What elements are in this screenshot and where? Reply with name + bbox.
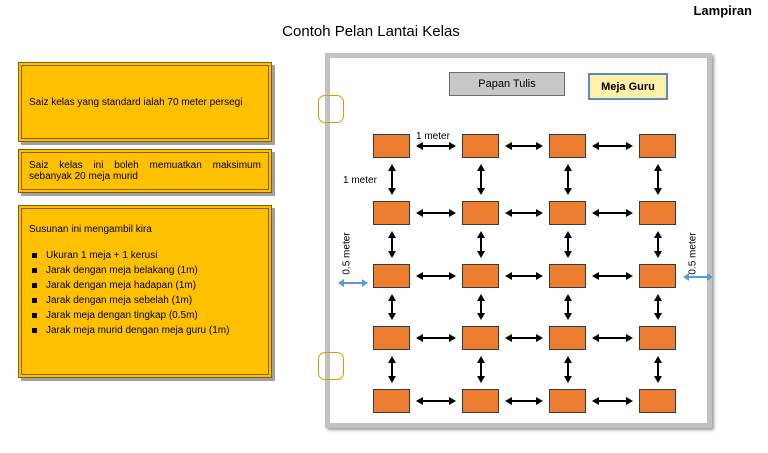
- student-desk: [549, 264, 586, 288]
- whiteboard: Papan Tulis: [449, 72, 565, 96]
- spacing-arrow-vertical: [387, 164, 396, 195]
- spacing-label-vertical: 1 meter: [343, 175, 377, 186]
- arrangement-heading: Susunan ini mengambil kira: [29, 224, 152, 235]
- student-desk: [549, 389, 586, 413]
- student-desk: [373, 326, 410, 350]
- spacing-arrow-horizontal: [416, 397, 456, 405]
- info-box-arrangement: Susunan ini mengambil kira Ukuran 1 meja…: [18, 205, 272, 378]
- window-gap-label-right: 0.5 meter: [687, 232, 699, 275]
- student-desk: [639, 264, 676, 288]
- spacing-arrow-horizontal: [592, 209, 633, 217]
- door-icon: [318, 352, 344, 380]
- spacing-arrow-horizontal: [592, 334, 633, 342]
- word: memuatkan: [149, 160, 202, 171]
- window-gap-arrow-right: [683, 273, 713, 281]
- spacing-arrow-horizontal: [505, 209, 543, 217]
- spacing-label-horizontal: 1 meter: [416, 131, 450, 142]
- spacing-arrow-horizontal: [416, 334, 456, 342]
- student-desk: [639, 326, 676, 350]
- spacing-arrow-horizontal: [505, 334, 543, 342]
- list-item: Jarak meja murid dengan meja guru (1m): [31, 323, 261, 338]
- student-desk: [462, 389, 499, 413]
- spacing-arrow-horizontal: [505, 142, 543, 150]
- spacing-arrow-horizontal: [505, 272, 543, 280]
- list-item: Ukuran 1 meja + 1 kerusi: [31, 248, 261, 263]
- spacing-arrow-vertical: [476, 294, 485, 320]
- spacing-arrow-vertical: [476, 164, 485, 195]
- spacing-arrow-horizontal: [416, 272, 456, 280]
- spacing-arrow-vertical: [563, 294, 572, 320]
- spacing-arrow-horizontal: [416, 142, 456, 150]
- list-item: Jarak dengan meja hadapan (1m): [31, 278, 261, 293]
- student-desk: [549, 326, 586, 350]
- window-gap-arrow-left: [338, 279, 368, 287]
- spacing-arrow-vertical: [387, 231, 396, 258]
- spacing-arrow-horizontal: [416, 209, 456, 217]
- student-desk: [373, 201, 410, 225]
- spacing-arrow-vertical: [387, 356, 396, 383]
- spacing-arrow-horizontal: [592, 272, 633, 280]
- spacing-arrow-vertical: [476, 356, 485, 383]
- spacing-arrow-vertical: [563, 231, 572, 258]
- list-item: Jarak dengan meja sebelah (1m): [31, 293, 261, 308]
- classroom-floor-plan: [325, 53, 712, 428]
- spacing-arrow-horizontal: [505, 397, 543, 405]
- spacing-arrow-horizontal: [592, 397, 633, 405]
- student-desk: [462, 134, 499, 158]
- arrangement-list: Ukuran 1 meja + 1 kerusi Jarak dengan me…: [29, 248, 261, 338]
- word: maksimum: [212, 160, 261, 171]
- student-desk: [549, 134, 586, 158]
- list-item: Jarak meja dengan tingkap (0.5m): [31, 308, 261, 323]
- spacing-arrow-vertical: [387, 294, 396, 320]
- student-desk: [462, 326, 499, 350]
- spacing-arrow-vertical: [476, 231, 485, 258]
- student-desk: [462, 264, 499, 288]
- spacing-arrow-vertical: [563, 164, 572, 195]
- student-desk: [462, 201, 499, 225]
- info-box-classroom-size: Saiz kelas yang standard ialah 70 meter …: [18, 62, 272, 142]
- student-desk: [373, 389, 410, 413]
- info-text-capacity-line1: Saiz kelas ini boleh memuatkan maksimum: [29, 160, 261, 171]
- spacing-arrow-vertical: [653, 231, 662, 258]
- student-desk: [549, 201, 586, 225]
- student-desk: [373, 264, 410, 288]
- word: Saiz: [29, 160, 49, 171]
- info-text-capacity-line2: sebanyak 20 meja murid: [29, 171, 138, 182]
- word: boleh: [114, 160, 139, 171]
- corner-label: Lampiran: [693, 3, 752, 18]
- spacing-arrow-horizontal: [592, 142, 633, 150]
- info-text-classroom-size: Saiz kelas yang standard ialah 70 meter …: [29, 96, 243, 108]
- student-desk: [639, 389, 676, 413]
- teacher-desk: Meja Guru: [588, 73, 668, 100]
- student-desk: [373, 134, 410, 158]
- spacing-arrow-vertical: [653, 356, 662, 383]
- door-icon: [318, 95, 344, 123]
- info-box-capacity: Saiz kelas ini boleh memuatkan maksimum …: [18, 149, 272, 193]
- page-title: Contoh Pelan Lantai Kelas: [282, 23, 460, 40]
- student-desk: [639, 201, 676, 225]
- spacing-arrow-vertical: [653, 164, 662, 195]
- spacing-arrow-vertical: [653, 294, 662, 320]
- list-item: Jarak dengan meja belakang (1m): [31, 263, 261, 278]
- student-desk: [639, 134, 676, 158]
- window-gap-label-left: 0.5 meter: [341, 232, 353, 275]
- word: kelas: [59, 160, 83, 171]
- spacing-arrow-vertical: [563, 356, 572, 383]
- word: ini: [93, 160, 104, 171]
